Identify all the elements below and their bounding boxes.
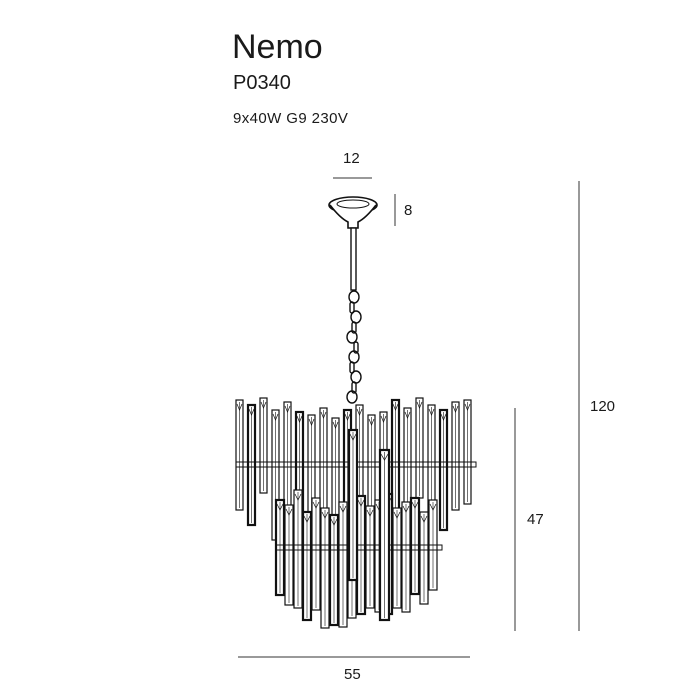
crystal-prism <box>401 501 411 613</box>
chain-link <box>346 390 358 404</box>
crystal-prism <box>246 403 257 527</box>
chain-link <box>348 290 360 304</box>
crystal-prism <box>293 489 303 609</box>
crystal-prism <box>283 401 292 515</box>
crystal-prism <box>319 407 328 524</box>
chain <box>346 290 362 404</box>
chain-link <box>351 381 357 394</box>
product-name: Nemo <box>232 28 323 66</box>
crystal-prism <box>338 501 348 628</box>
chain-link <box>351 321 357 334</box>
ring-band-lower <box>275 544 443 551</box>
crystal-prism <box>259 397 268 494</box>
crystal-prism <box>365 505 375 609</box>
crystal-prism <box>409 496 421 596</box>
crystal-prism <box>301 510 313 622</box>
crystal-prism <box>378 448 391 622</box>
crystal-prism <box>355 494 367 616</box>
chain-link <box>350 310 362 324</box>
rod <box>350 227 357 291</box>
crystal-prism <box>328 513 340 627</box>
crystal-prism <box>415 397 424 499</box>
dim-width: 55 <box>344 666 361 683</box>
crystal-prism <box>463 399 472 505</box>
product-spec: 9x40W G9 230V <box>233 110 349 127</box>
dim-total-height: 120 <box>590 398 616 415</box>
dim-canopy-height: 8 <box>404 202 413 219</box>
canopy <box>328 196 378 229</box>
dim-canopy-width: 12 <box>343 150 360 167</box>
crystal-prism <box>235 399 244 511</box>
product-code: P0340 <box>233 72 291 94</box>
chain-link <box>350 370 362 384</box>
crystal-prism <box>392 507 402 609</box>
crystal-prism <box>320 507 330 629</box>
crystal-prism <box>438 408 449 532</box>
crystal-prism <box>451 401 460 511</box>
chain-link <box>346 330 358 344</box>
crystal-body <box>235 397 477 629</box>
crystal-prism <box>274 498 286 597</box>
crystal-prism <box>347 428 359 582</box>
dim-body-height: 47 <box>527 511 544 528</box>
crystal-prism <box>311 497 321 611</box>
crystal-prism <box>419 511 429 605</box>
crystal-prism <box>284 504 294 606</box>
chain-link <box>353 341 359 354</box>
